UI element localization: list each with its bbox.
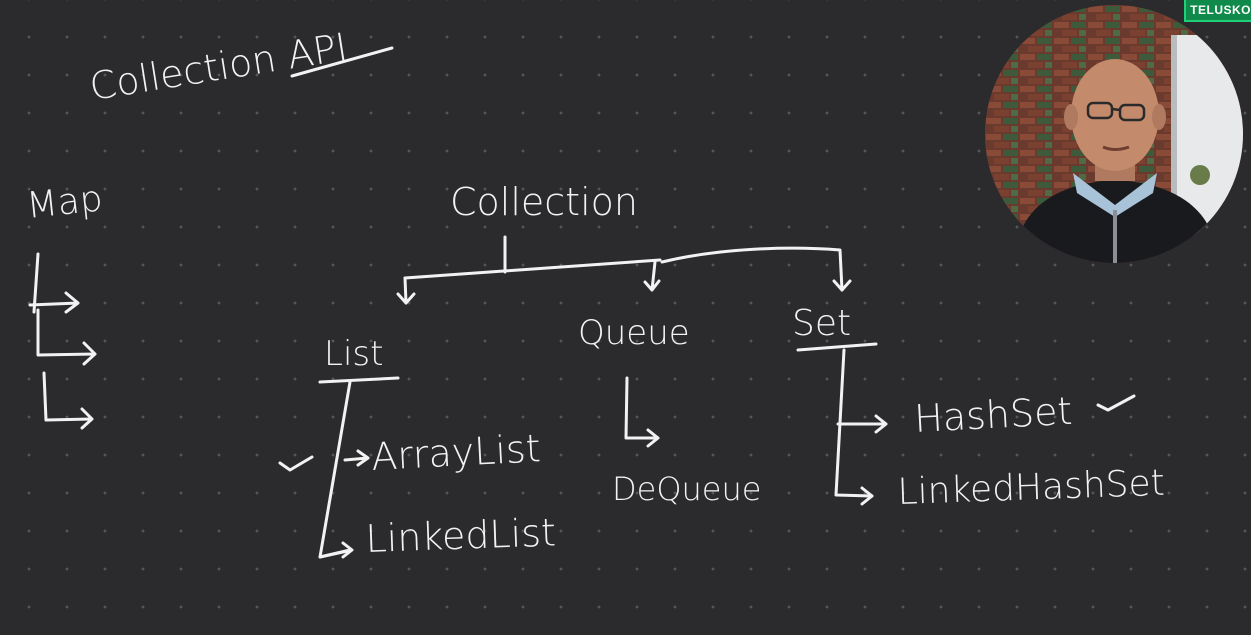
plant xyxy=(1190,165,1210,185)
channel-badge: TELUSKO xyxy=(1184,0,1251,22)
set-trunk xyxy=(834,348,874,498)
arrow-to-list xyxy=(396,276,416,305)
map-branch-1 xyxy=(28,291,80,314)
collection-root-label: Collection xyxy=(450,180,638,224)
glasses xyxy=(1086,101,1146,122)
list-child-linkedlist: LinkedList xyxy=(365,510,557,561)
presenter-mouth xyxy=(1102,145,1130,151)
linkedhashset-arrow xyxy=(860,486,874,506)
map-branch-2 xyxy=(36,308,97,366)
presenter-zip xyxy=(1113,210,1117,263)
arraylist-arrow xyxy=(343,449,370,467)
board-title: Collection API xyxy=(87,25,351,109)
set-child-hashset: HashSet xyxy=(913,389,1073,441)
set-branches xyxy=(834,348,1136,506)
list-child-arraylist: ArrayList xyxy=(370,426,542,479)
arrow-to-queue xyxy=(643,260,661,292)
set-label: Set xyxy=(792,303,851,344)
map-label: Map xyxy=(25,178,105,227)
set-child-linkedhashset: LinkedHashSet xyxy=(897,463,1166,513)
list-underline xyxy=(318,376,400,384)
presenter-head xyxy=(1071,59,1159,171)
presenter-collar xyxy=(1073,173,1157,217)
list-branches xyxy=(278,380,370,559)
queue-branch xyxy=(624,376,660,448)
hashset-arrow xyxy=(836,414,888,434)
presenter-ear-left xyxy=(1064,104,1078,130)
channel-name: TELUSKO xyxy=(1190,3,1251,17)
webcam-overlay xyxy=(985,5,1243,263)
map-branch-line xyxy=(32,252,40,314)
arraylist-check xyxy=(278,455,314,472)
list-label: List xyxy=(324,334,383,374)
arrow-to-set xyxy=(660,246,852,292)
door-shadow xyxy=(1171,35,1177,235)
root-bar xyxy=(403,258,662,280)
set-underline xyxy=(796,342,878,352)
map-branches xyxy=(28,252,97,430)
queue-label: Queue xyxy=(578,313,690,353)
list-trunk xyxy=(318,380,352,559)
map-branch-3 xyxy=(42,371,94,430)
presenter-video xyxy=(985,5,1243,263)
hashset-check xyxy=(1096,394,1136,412)
title-underline xyxy=(290,46,394,78)
presenter-ear-right xyxy=(1152,104,1166,130)
root-connectors xyxy=(396,235,852,305)
queue-child-dequeue: DeQueue xyxy=(612,470,761,508)
linkedlist-arrow xyxy=(318,541,354,559)
